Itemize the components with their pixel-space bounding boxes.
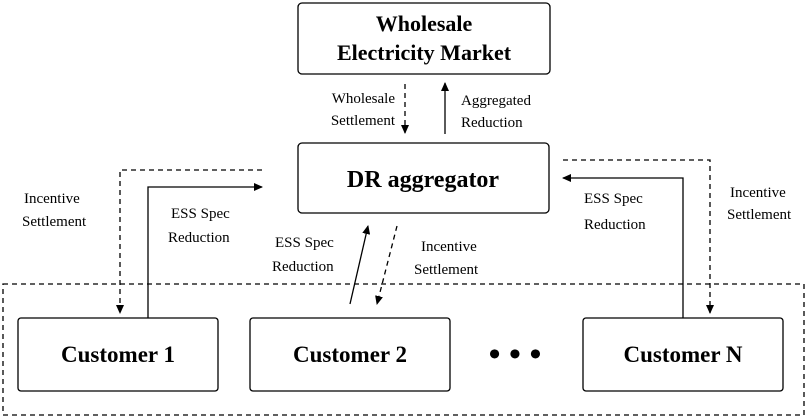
ess-reduction-left-arrow bbox=[147, 183, 263, 318]
ess-reduction-mid-label: ESS Spec Reduction bbox=[272, 235, 334, 275]
incentive-settlement-mid-label: Incentive Settlement bbox=[414, 239, 479, 278]
wholesale-settlement-label: Wholesale Settlement bbox=[331, 91, 396, 129]
customer-group-border bbox=[2, 283, 805, 416]
svg-text:Settlement: Settlement bbox=[331, 113, 396, 129]
incentive-settlement-left-label: Incentive Settlement bbox=[22, 191, 87, 230]
customer-2-box: Customer 2 bbox=[249, 317, 451, 392]
ess-reduction-mid-arrow bbox=[349, 225, 371, 305]
svg-text:Incentive: Incentive bbox=[730, 185, 786, 201]
ellipsis-dots: • • • bbox=[489, 336, 542, 373]
ess-reduction-right-arrow bbox=[562, 174, 684, 318]
svg-text:Aggregated: Aggregated bbox=[461, 93, 531, 109]
svg-text:Reduction: Reduction bbox=[584, 217, 646, 233]
ess-reduction-left-label: ESS Spec Reduction bbox=[168, 206, 230, 246]
incentive-settlement-right-arrow bbox=[563, 159, 714, 314]
svg-text:Incentive: Incentive bbox=[24, 191, 80, 207]
svg-text:Reduction: Reduction bbox=[272, 259, 334, 275]
incentive-settlement-mid-arrow bbox=[375, 225, 398, 305]
svg-text:Reduction: Reduction bbox=[461, 115, 523, 131]
svg-text:ESS Spec: ESS Spec bbox=[584, 191, 643, 207]
market-title-line2: Electricity Market bbox=[337, 40, 512, 65]
market-title-line1: Wholesale bbox=[376, 11, 473, 36]
customer-1-label: Customer 1 bbox=[61, 342, 175, 367]
aggregated-reduction-label: Aggregated Reduction bbox=[461, 93, 531, 131]
ess-reduction-right-label: ESS Spec Reduction bbox=[584, 191, 646, 233]
incentive-settlement-right-label: Incentive Settlement bbox=[727, 185, 792, 223]
svg-text:Reduction: Reduction bbox=[168, 230, 230, 246]
wholesale-market-box: Wholesale Electricity Market bbox=[297, 2, 551, 75]
customer-1-box: Customer 1 bbox=[17, 317, 219, 392]
dr-aggregator-box: DR aggregator bbox=[297, 142, 550, 214]
customer-n-label: Customer N bbox=[623, 342, 742, 367]
svg-text:Incentive: Incentive bbox=[421, 239, 477, 255]
svg-text:Settlement: Settlement bbox=[727, 207, 792, 223]
aggregator-title: DR aggregator bbox=[347, 167, 500, 193]
svg-text:Wholesale: Wholesale bbox=[332, 91, 396, 107]
svg-text:ESS Spec: ESS Spec bbox=[171, 206, 230, 222]
svg-text:ESS Spec: ESS Spec bbox=[275, 235, 334, 251]
customer-n-box: Customer N bbox=[582, 317, 784, 392]
incentive-settlement-left-arrow bbox=[116, 169, 262, 314]
svg-text:Settlement: Settlement bbox=[22, 214, 87, 230]
svg-text:Settlement: Settlement bbox=[414, 262, 479, 278]
customer-2-label: Customer 2 bbox=[293, 342, 407, 367]
